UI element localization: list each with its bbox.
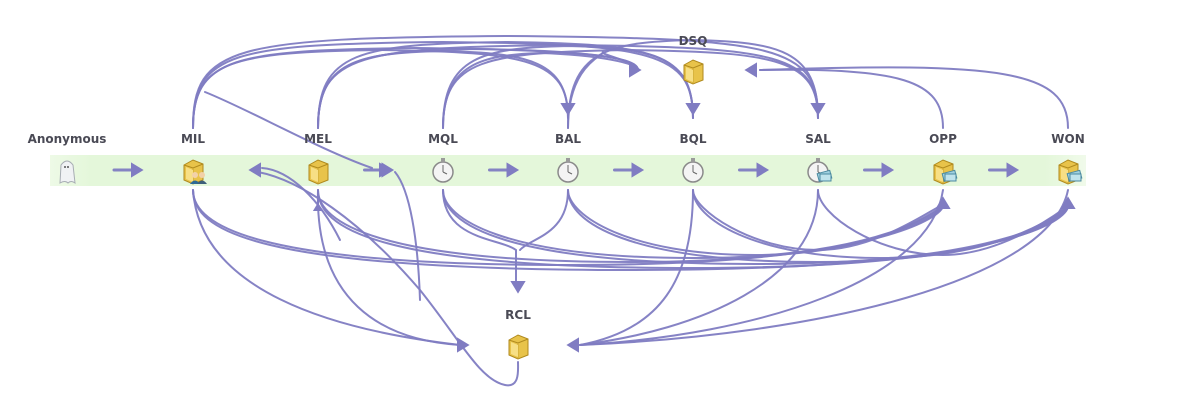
node-label-won: WON: [1051, 132, 1085, 146]
node-label-mql: MQL: [428, 132, 458, 146]
edge-sal-to-rcl: [579, 189, 819, 346]
arrowhead-mel-to-mil: [248, 162, 261, 178]
node-label-sal: SAL: [805, 132, 831, 146]
stopwatch-with-money-icon[interactable]: [803, 155, 833, 185]
edge-won-to-rcl: [579, 189, 1069, 346]
flow-arrowhead-opp-won: [1006, 162, 1020, 178]
edge-bal-to-dsq: [567, 50, 639, 129]
stopwatch-icon[interactable]: [553, 155, 583, 185]
edge-won-to-dsq: [759, 66, 1069, 129]
edge-mil-to-bal: [192, 48, 569, 129]
stopwatch-icon[interactable]: [678, 155, 708, 185]
edge-mel-to-rcl: [316, 189, 461, 346]
edge-mil-to-rcl: [192, 189, 461, 346]
edge-bal-to-rcl: [519, 189, 569, 251]
edge-bql-to-opp: [692, 189, 944, 252]
edge-mql-to-rcl: [442, 189, 517, 283]
node-label-bql: BQL: [679, 132, 707, 146]
arrowhead-into-bal: [560, 103, 576, 116]
node-label-rcl: RCL: [505, 308, 531, 322]
edge-mql-area-down: [394, 171, 421, 301]
box-icon[interactable]: [303, 155, 333, 185]
arrowhead-into-rcl-top: [510, 281, 526, 294]
node-label-dsq: DSQ: [678, 34, 708, 48]
arrowhead-into-mel: [312, 202, 324, 211]
box-with-money-icon[interactable]: [928, 155, 958, 185]
arrowhead-into-rcl-left: [457, 337, 470, 353]
node-label-anonymous: Anonymous: [27, 132, 107, 146]
arrowhead-into-rcl-right: [566, 337, 579, 353]
edge-bal-to-won: [567, 189, 1069, 264]
arrowhead-into-won: [1060, 196, 1076, 209]
box-icon[interactable]: [503, 330, 533, 360]
node-label-bal: BAL: [554, 132, 582, 146]
stopwatch-icon[interactable]: [428, 155, 458, 185]
node-label-mel: MEL: [304, 132, 332, 146]
edge-mel-to-won: [317, 189, 1069, 270]
box-icon[interactable]: [678, 55, 708, 85]
edge-mil-to-dsq: [192, 46, 639, 129]
flow-arrowhead-bql-sal: [756, 162, 770, 178]
edge-mql-to-bql: [442, 44, 694, 129]
edge-mel-mil-curve: [261, 167, 341, 241]
edge-opp-to-rcl: [579, 189, 944, 346]
edge-mil-to-bql: [192, 40, 694, 129]
edge-mql-to-won: [442, 189, 1069, 266]
edge-mil-to-sal: [192, 34, 819, 129]
flow-arrowhead-bal-bql: [631, 162, 645, 178]
edge-bql-to-won: [692, 189, 1069, 260]
edge-mil-to-mql: [204, 91, 373, 169]
edge-bql-to-rcl: [579, 189, 694, 346]
node-label-opp: OPP: [929, 132, 957, 146]
edge-mel-to-opp: [317, 189, 944, 264]
edge-opp-to-dsq: [759, 68, 944, 129]
node-label-mil: MIL: [180, 132, 206, 146]
arrowhead-mil-to-mql: [379, 162, 392, 178]
arrowhead-into-dsq-left: [629, 62, 642, 78]
edge-rcl-to-mel-return: [257, 171, 520, 387]
box-with-money-icon[interactable]: [1053, 155, 1083, 185]
edge-sal-to-won: [817, 189, 1069, 257]
ghost-icon[interactable]: [52, 155, 82, 185]
edge-bal-to-opp: [567, 189, 944, 257]
flow-arrowhead-sal-opp: [881, 162, 895, 178]
arrowhead-into-bql: [685, 103, 701, 116]
arrowhead-into-sal: [810, 103, 826, 116]
arrowhead-into-dsq-right: [744, 62, 757, 78]
flow-arrowhead-anonymous-mil: [131, 162, 144, 178]
edge-mql-to-dsq: [442, 51, 639, 129]
box-with-people-icon[interactable]: [178, 155, 208, 185]
flow-arrowhead-mql-bal: [506, 162, 520, 178]
